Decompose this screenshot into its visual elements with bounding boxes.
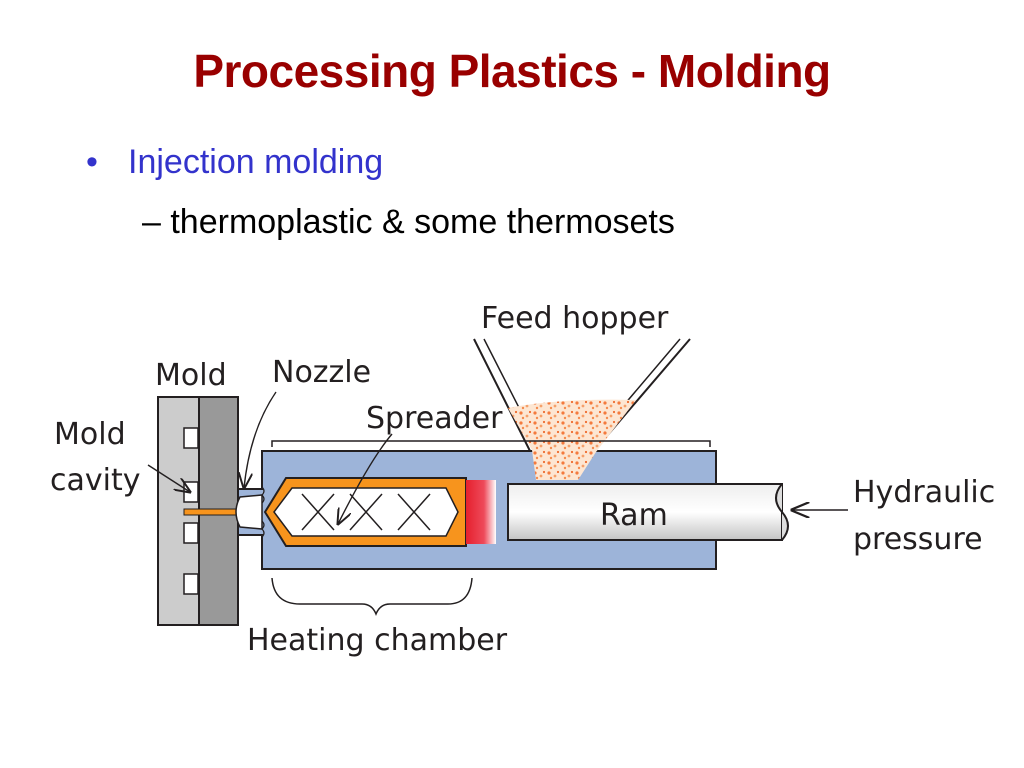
sub-bullet: – thermoplastic & some thermosets — [142, 203, 675, 241]
label-mold-cavity-line1: Mold — [54, 417, 126, 452]
top-brace — [271, 440, 711, 447]
mold-cavity-slot — [183, 427, 199, 449]
spreader-leader — [338, 433, 393, 524]
mold-cavity-slot — [183, 481, 199, 503]
mold-cavity-leader — [147, 464, 190, 492]
spreader-fins — [301, 493, 431, 531]
leader-lines — [147, 391, 848, 524]
hot-zone — [466, 480, 496, 544]
bullet-injection-molding: • Injection molding — [86, 143, 383, 182]
label-feed-hopper: Feed hopper — [481, 301, 669, 336]
nozzle-tip — [235, 494, 263, 530]
label-spreader: Spreader — [366, 401, 503, 436]
mold-cavity-slot — [183, 522, 199, 544]
label-ram: Ram — [600, 498, 668, 533]
feed-hopper — [473, 338, 691, 480]
bullet-dot: • — [86, 143, 98, 181]
mold-cavity-slot — [183, 573, 199, 595]
slide-title: Processing Plastics - Molding — [193, 45, 831, 97]
mold — [157, 396, 241, 626]
bullet-text: Injection molding — [128, 143, 384, 181]
plastic-pellets — [508, 399, 636, 480]
heating-chamber-brace — [271, 440, 711, 617]
label-mold: Mold — [155, 358, 227, 393]
barrel — [235, 450, 789, 570]
nozzle-ridge — [261, 486, 265, 538]
label-hydraulic-line1: Hydraulic — [853, 475, 995, 510]
label-hydraulic-line2: pressure — [853, 522, 983, 557]
label-heating-chamber: Heating chamber — [247, 623, 508, 658]
bottom-brace — [271, 577, 473, 617]
label-mold-cavity-line2: cavity — [50, 463, 140, 498]
label-nozzle: Nozzle — [272, 355, 371, 390]
sprue-channel — [183, 508, 241, 516]
nozzle-leader — [244, 391, 277, 488]
ram-end-break — [775, 483, 789, 541]
